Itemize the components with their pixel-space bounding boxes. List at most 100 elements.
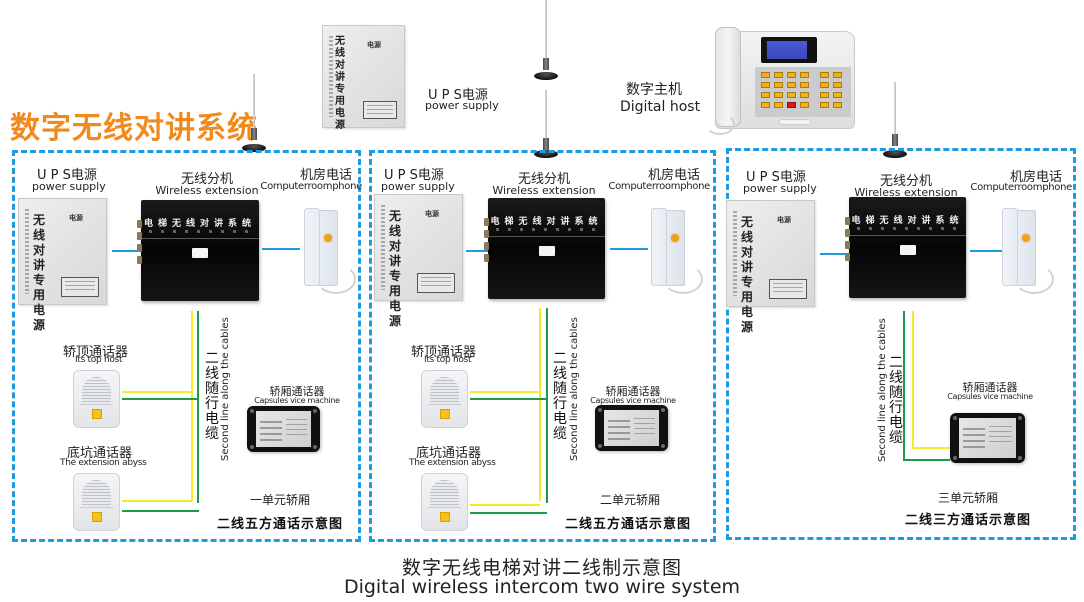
wire-extension-phone (610, 248, 648, 250)
cable-yellow (191, 311, 193, 501)
pit-label-en: The extension abyss (409, 458, 496, 468)
system-title: 数字无线对讲系统 (10, 111, 258, 146)
capsule-label-en: Capsules vice machine (254, 396, 340, 405)
antenna-icon (534, 90, 558, 162)
extension-label-cn: 无线分机 (180, 172, 233, 187)
ups-label-en: power supply (381, 180, 455, 193)
cable-yellow (912, 311, 914, 449)
extension-label-en: Wireless extension (155, 184, 259, 197)
host-lcd-screen (767, 41, 807, 59)
ups-badge: 电源 (777, 216, 791, 224)
extension-device-text: 电梯无线对讲系统 (143, 219, 256, 229)
phone-led-icon (1022, 234, 1030, 242)
cable-label-en: Second line along the cables (877, 318, 888, 462)
extension-label-en: Wireless extension (492, 184, 596, 197)
ups-badge: 电源 (425, 210, 439, 218)
call-button-icon (439, 512, 450, 522)
call-button-icon (91, 512, 102, 522)
cable-label-cn: 二线随行电缆 (205, 351, 219, 442)
antenna-icon (242, 74, 266, 156)
pit-label-cn: 底坑通话器 (67, 446, 133, 461)
call-button-icon (91, 409, 102, 419)
unit-label: 二单元轿厢 (599, 493, 660, 507)
host-cord (705, 113, 735, 135)
capsule-label-cn: 轿厢通话器 (605, 385, 661, 398)
top-ups-device: 无线对讲专用电源 电源 (322, 25, 405, 131)
unit-label: 三单元轿厢 (937, 491, 998, 505)
room-phone-device (1000, 206, 1060, 296)
antenna-icon (534, 0, 558, 82)
cable-label-en: Second line along the cables (220, 317, 231, 461)
cable-label-en: Second line along the cables (569, 317, 580, 461)
ups-device: 无线对讲专用电源 电源 (374, 194, 463, 328)
digital-host-label-en: Digital host (620, 99, 701, 115)
wire-ups-extension (112, 250, 138, 252)
room-phone-device (302, 206, 362, 296)
panel-unit-1 (12, 150, 361, 542)
footer-title-en: Digital wireless intercom two wire syste… (343, 576, 741, 598)
phone-led-icon (324, 234, 332, 242)
car-top-label-en: Its top host (424, 355, 472, 365)
ups-label-en: power supply (32, 180, 106, 193)
ups-device: 无线对讲专用电源 电源 (18, 198, 107, 332)
ups-device-text: 无线对讲专用电源 (389, 209, 402, 328)
top-ups-label-cn: U P S电源 (428, 88, 488, 103)
cable-green (903, 311, 905, 461)
cable-label-cn: 二线随行电缆 (889, 355, 903, 446)
ups-label-en: power supply (743, 182, 817, 195)
ups-label-cn: U P S电源 (384, 168, 444, 183)
extension-device-text: 电梯无线对讲系统 (851, 216, 964, 226)
ups-device-text: 无线对讲专用电源 (741, 215, 754, 334)
room-phone-label-cn: 机房电话 (1009, 170, 1062, 185)
unit-label: 一单元轿厢 (249, 493, 310, 507)
phone-led-icon (671, 234, 679, 242)
panel-unit-3 (726, 148, 1076, 540)
ups-badge: 电源 (367, 41, 381, 49)
car-top-intercom-device (421, 370, 468, 428)
ups-badge: 电源 (69, 214, 83, 222)
wire-ups-extension (820, 253, 848, 255)
ups-side-text (329, 36, 333, 117)
room-phone-device (649, 206, 709, 296)
wireless-extension-device: 电梯无线对讲系统 (137, 200, 259, 301)
capsule-label-en: Capsules vice machine (590, 396, 676, 405)
call-button-icon (439, 409, 450, 419)
pit-label-cn: 底坑通话器 (416, 446, 482, 461)
top-ups-label-en: power supply (425, 99, 499, 112)
digital-host-label-cn: 数字主机 (626, 82, 682, 98)
diagram-caption: 二线五方通话示意图 (564, 517, 691, 532)
capsule-label-en: Capsules vice machine (947, 392, 1033, 401)
capsule-label-cn: 轿厢通话器 (962, 381, 1018, 394)
room-phone-label-cn: 机房电话 (299, 168, 352, 183)
capsule-intercom-device (247, 406, 320, 452)
room-phone-label-cn: 机房电话 (647, 168, 700, 183)
car-top-label-cn: 轿顶通话器 (63, 345, 129, 360)
wireless-extension-device: 电梯无线对讲系统 (484, 198, 605, 299)
car-top-label-en: Its top host (75, 355, 123, 365)
capsule-intercom-device (950, 413, 1025, 463)
cable-green (546, 308, 548, 503)
cable-yellow (539, 308, 541, 501)
ups-label-cn: U P S电源 (37, 168, 97, 183)
room-phone-label-en: Computerroomphone (970, 182, 1072, 193)
car-top-label-cn: 轿顶通话器 (411, 345, 477, 360)
capsule-intercom-device (595, 405, 668, 451)
ups-device-text: 无线对讲专用电源 (33, 213, 46, 332)
ups-nameplate (363, 101, 397, 119)
wire-ups-extension (466, 250, 488, 252)
ups-device: 无线对讲专用电源 电源 (726, 200, 815, 334)
extension-label-en: Wireless extension (854, 186, 958, 199)
extension-label-cn: 无线分机 (517, 172, 570, 187)
extension-device-text: 电梯无线对讲系统 (490, 217, 603, 227)
capsule-label-cn: 轿厢通话器 (269, 385, 325, 398)
room-phone-label-en: Computerroomphone (608, 181, 710, 192)
wire-extension-phone (262, 248, 300, 250)
ups-label-cn: U P S电源 (746, 170, 806, 185)
cable-green (197, 311, 199, 503)
cable-label-cn: 二线随行电缆 (553, 351, 567, 442)
wireless-extension-device: 电梯无线对讲系统 (845, 197, 966, 298)
ups-device-text: 无线对讲专用电源 (335, 36, 345, 131)
room-phone-label-en: Computerroomphone (260, 181, 362, 192)
panel-unit-2 (369, 150, 716, 542)
antenna-icon (883, 82, 907, 162)
